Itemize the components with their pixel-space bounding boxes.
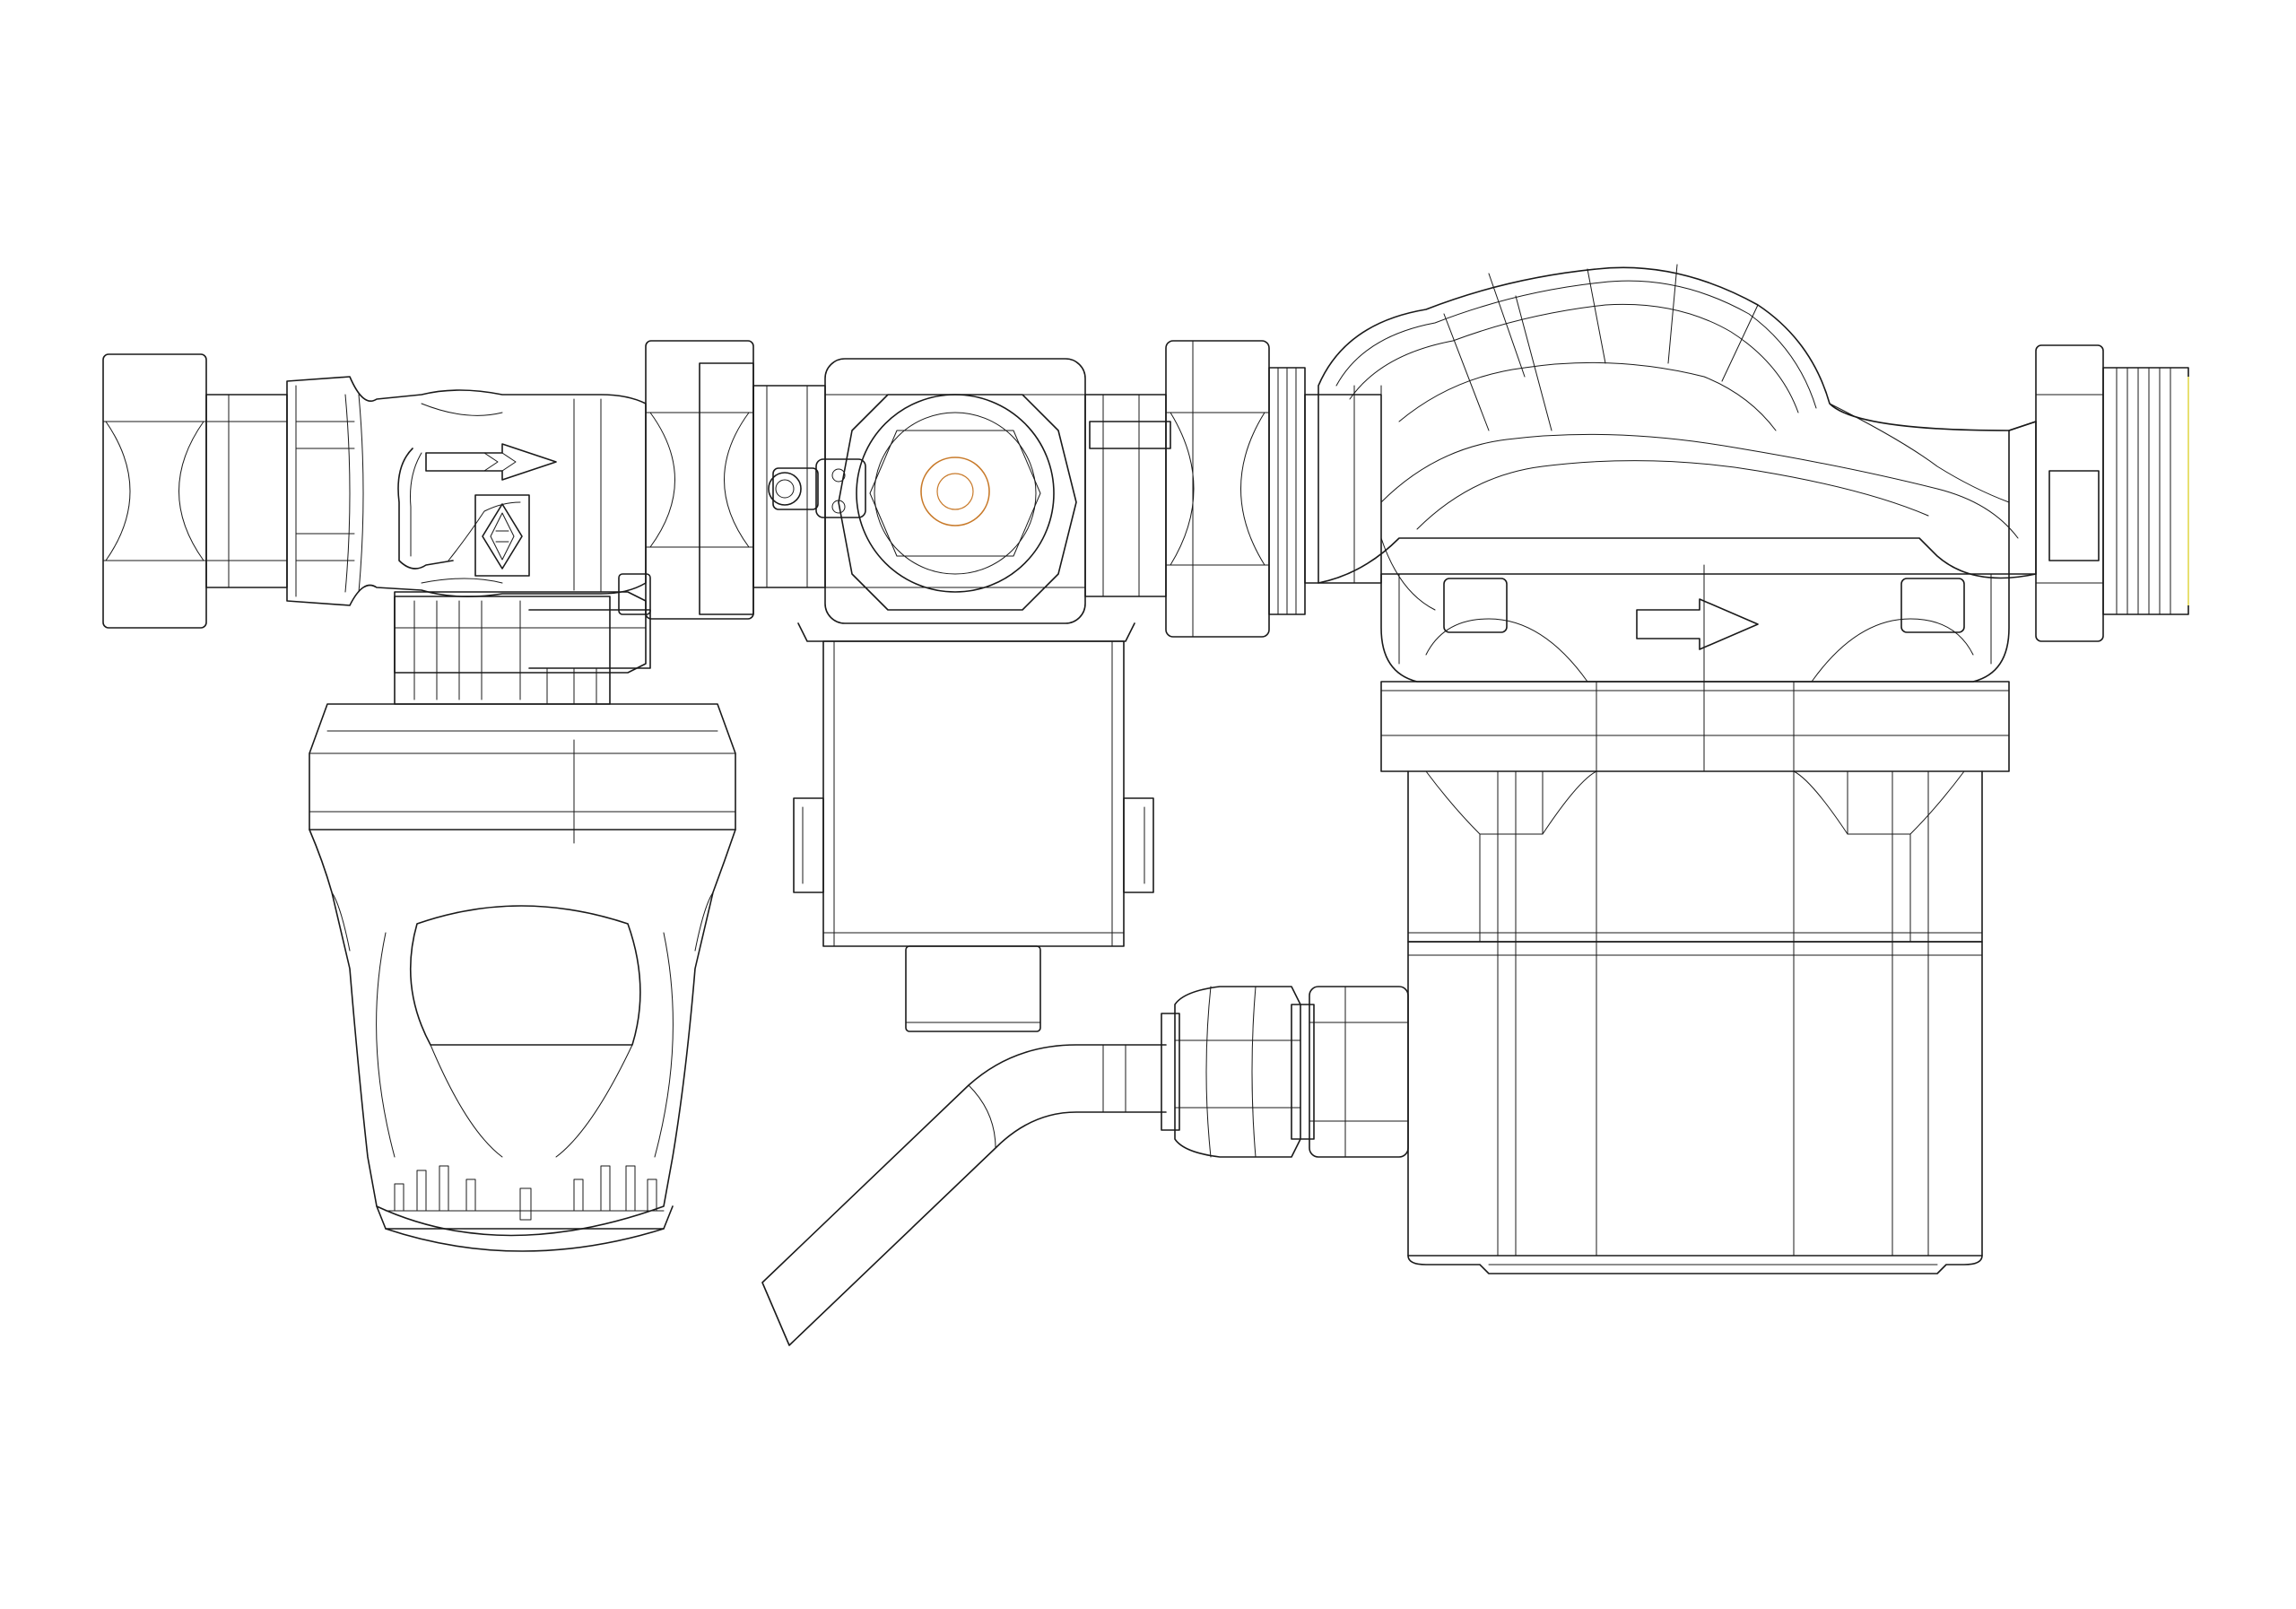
pump-motor-icon: [1407, 770, 1983, 1274]
pump-housing-icon: [1318, 264, 2037, 611]
cable-gland-icon: [1161, 986, 1409, 1158]
union-nut-icon: [645, 340, 826, 620]
union-nut-icon: [1165, 340, 1382, 638]
solenoid-valve-icon: [815, 358, 1171, 624]
flow-arrow-icon: [1636, 598, 1759, 650]
brand-logo-icon: [474, 494, 530, 577]
ball-valve-icon: [286, 376, 647, 606]
union-nut-icon: [102, 353, 288, 629]
filter-cap-icon: [309, 596, 736, 1252]
solenoid-coil-icon: [793, 622, 1154, 1032]
threaded-outlet-icon: [2008, 344, 2189, 642]
pump-motor-icon: [1380, 564, 2010, 772]
valve-handle-icon: [394, 573, 651, 674]
flow-arrow-icon: [425, 443, 557, 481]
power-cable-icon: [761, 1044, 1167, 1346]
solenoid-center-icon: [920, 457, 990, 526]
